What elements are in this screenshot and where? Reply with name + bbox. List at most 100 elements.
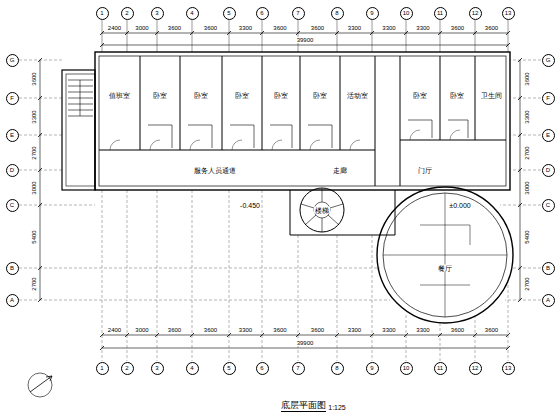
dimension-text: 3300 <box>415 25 430 31</box>
dimension-text: 3600 <box>310 327 325 333</box>
axis-number: 3 <box>155 10 158 16</box>
elevation-mark: ±0.000 <box>448 202 471 209</box>
axis-number: 11 <box>437 10 443 16</box>
axis-bubble: 3 <box>151 362 164 375</box>
dimension-text: 5400 <box>524 229 530 244</box>
room-label: 卧室 <box>234 92 250 99</box>
axis-bubble: 13 <box>502 362 515 375</box>
axis-number: E <box>10 132 14 138</box>
axis-number: 6 <box>260 10 263 16</box>
axis-number: D <box>546 167 550 173</box>
axis-number: D <box>10 167 14 173</box>
axis-bubble: G <box>6 54 19 67</box>
axis-bubble: 3 <box>151 7 164 20</box>
axis-number: 10 <box>403 365 410 371</box>
dimension-text: 3300 <box>347 327 362 333</box>
axis-number: 12 <box>472 365 479 371</box>
axis-number: G <box>546 57 551 63</box>
axis-number: 7 <box>296 10 299 16</box>
axis-bubble: A <box>6 294 19 307</box>
axis-bubble: F <box>6 92 19 105</box>
dimension-text: 3300 <box>238 25 253 31</box>
axis-bubble: C <box>542 199 555 212</box>
axis-bubble: 11 <box>434 7 447 20</box>
axis-bubble: 4 <box>186 362 199 375</box>
axis-number: 12 <box>472 10 479 16</box>
dimension-text: 2400 <box>107 327 122 333</box>
dimension-text: 3600 <box>272 327 287 333</box>
room-label: 走廊 <box>332 167 348 174</box>
axis-number: 4 <box>190 365 193 371</box>
dimension-text: 3300 <box>381 327 396 333</box>
axis-number: F <box>546 95 550 101</box>
dimension-text: 3300 <box>415 327 430 333</box>
axis-number: 13 <box>505 365 512 371</box>
dimension-text: 3000 <box>134 327 149 333</box>
axis-bubble: 5 <box>223 362 236 375</box>
axis-bubble: 1 <box>96 7 109 20</box>
axis-bubble: 8 <box>331 7 344 20</box>
axis-number: 8 <box>335 365 338 371</box>
axis-number: 5 <box>227 365 230 371</box>
axis-bubble: 9 <box>366 7 379 20</box>
axis-bubble: 2 <box>121 362 134 375</box>
axis-number: E <box>546 132 550 138</box>
dimension-text: 2700 <box>31 276 37 291</box>
axis-number: F <box>10 95 14 101</box>
axis-number: 9 <box>370 10 373 16</box>
axis-bubble: B <box>542 262 555 275</box>
dimension-text: 3600 <box>31 71 37 86</box>
room-label: 卧室 <box>449 92 465 99</box>
axis-bubble: E <box>6 129 19 142</box>
dimension-text: 2700 <box>524 276 530 291</box>
axis-bubble: 10 <box>400 7 413 20</box>
dimension-text: 3600 <box>203 25 218 31</box>
axis-number: 2 <box>125 10 128 16</box>
dimension-text: 3300 <box>524 109 530 124</box>
dimension-text: 3600 <box>203 327 218 333</box>
axis-bubble: 10 <box>400 362 413 375</box>
axis-bubble: G <box>542 54 555 67</box>
axis-number: 11 <box>437 365 443 371</box>
axis-number: 9 <box>370 365 373 371</box>
dimension-text: 3300 <box>31 109 37 124</box>
dimension-text: 2700 <box>31 145 37 160</box>
axis-bubble: 9 <box>366 362 379 375</box>
axis-bubble: 6 <box>256 362 269 375</box>
axis-bubble: 4 <box>186 7 199 20</box>
dimension-text: 3600 <box>450 327 465 333</box>
elevation-mark: -0.450 <box>239 202 261 209</box>
axis-number: C <box>10 202 14 208</box>
axis-bubble: 1 <box>96 362 109 375</box>
axis-bubble: 12 <box>469 7 482 20</box>
dimension-text: 3600 <box>167 327 182 333</box>
dimension-text: 2700 <box>524 145 530 160</box>
axis-number: 13 <box>505 10 512 16</box>
room-label: 值班室 <box>108 92 131 99</box>
room-label: 服务人员通道 <box>193 167 237 174</box>
dimension-text: 3600 <box>484 327 499 333</box>
axis-number: 8 <box>335 10 338 16</box>
room-label: 卧室 <box>273 92 289 99</box>
axis-number: B <box>10 265 14 271</box>
dimension-text: 3600 <box>167 25 182 31</box>
axis-bubble: A <box>542 294 555 307</box>
axis-number: B <box>546 265 550 271</box>
dimension-text: 39900 <box>296 37 315 43</box>
axis-bubble: 6 <box>256 7 269 20</box>
axis-bubble: 13 <box>502 7 515 20</box>
dimension-text: 3300 <box>381 25 396 31</box>
axis-bubble: 11 <box>434 362 447 375</box>
axis-bubble: 2 <box>121 7 134 20</box>
axis-bubble: B <box>6 262 19 275</box>
scale-text: 1:125 <box>327 404 347 411</box>
axis-number: C <box>546 202 550 208</box>
axis-number: 7 <box>296 365 299 371</box>
axis-bubble: C <box>6 199 19 212</box>
room-label: 卧室 <box>412 92 428 99</box>
dimension-text: 3600 <box>524 71 530 86</box>
dimension-text: 3000 <box>524 180 530 195</box>
drawing-title: 底层平面图 <box>281 401 326 412</box>
room-label: 楼梯 <box>314 207 330 214</box>
